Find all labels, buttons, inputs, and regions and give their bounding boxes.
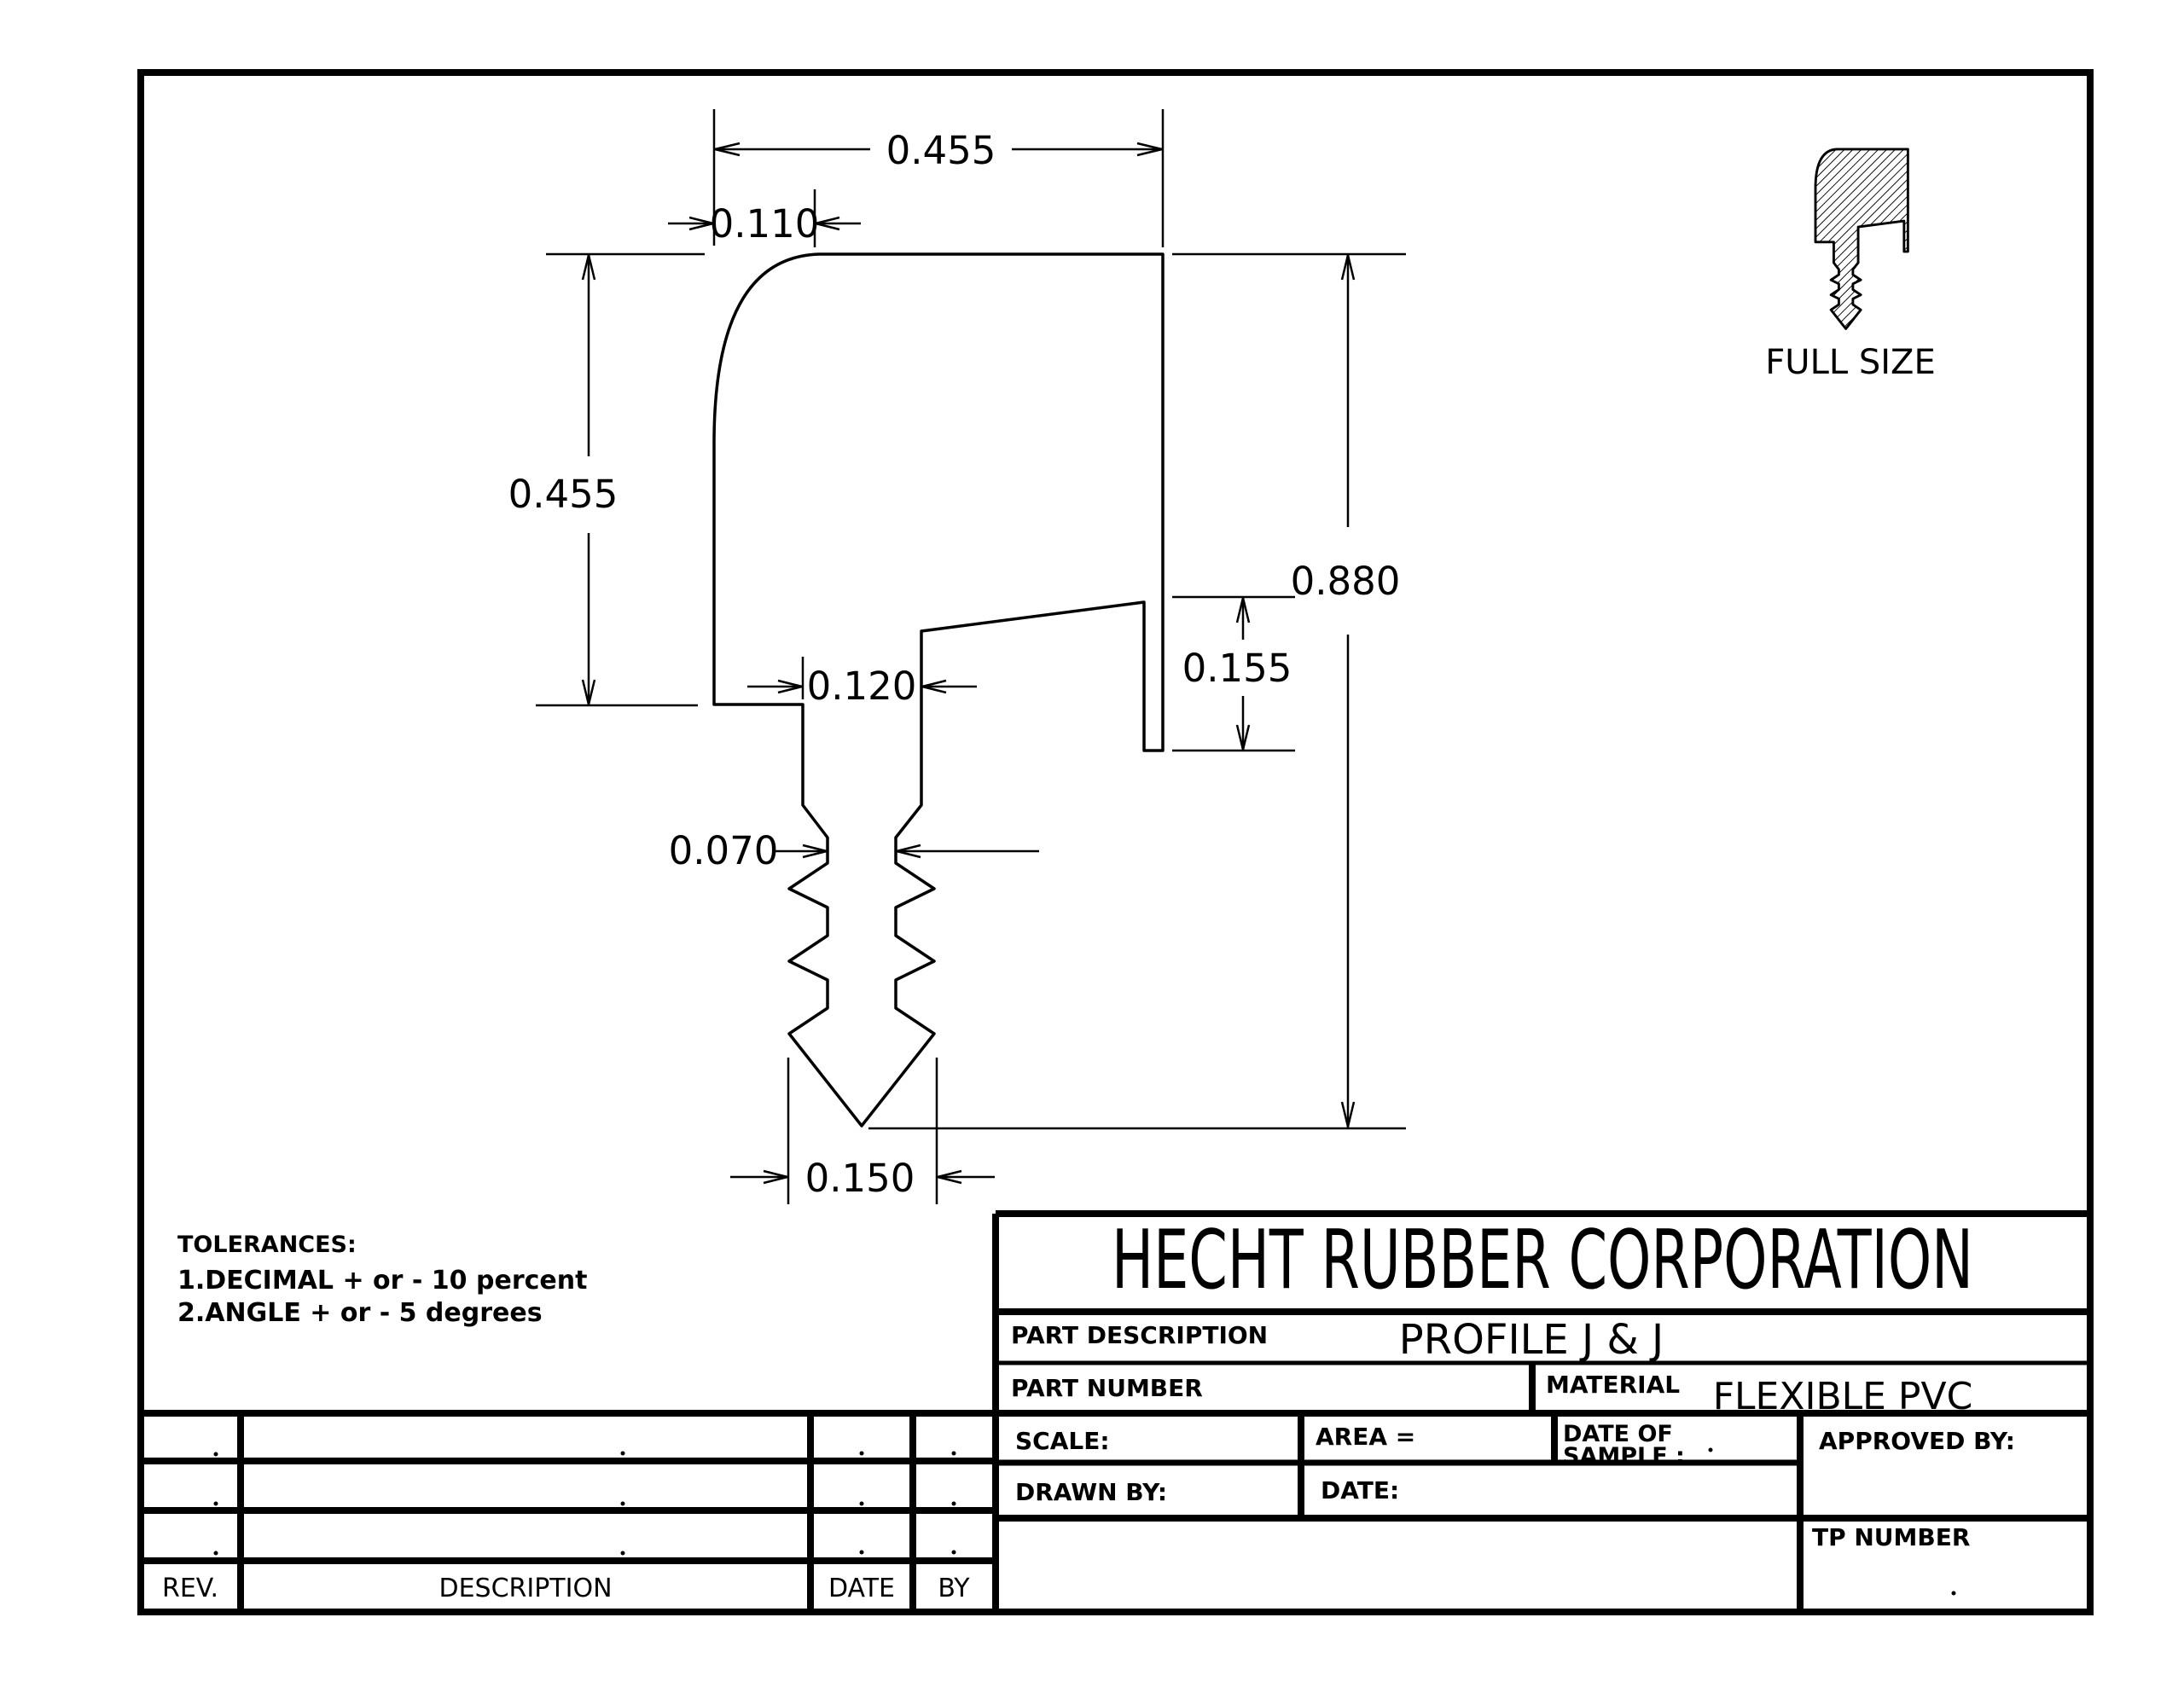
tolerances-line1: 1.DECIMAL + or - 10 percent (177, 1266, 587, 1296)
dim-left-height: 0.455 (508, 472, 619, 517)
description-header: DESCRIPTION (439, 1574, 612, 1603)
tolerances-line2: 2.ANGLE + or - 5 degrees (177, 1298, 543, 1328)
dim-stem-width: 0.120 (807, 664, 917, 709)
part-description-value: PROFILE J & J (1399, 1316, 1664, 1364)
revision-table-grid (141, 1413, 996, 1612)
sheet-border (137, 69, 2094, 1615)
tolerances-title: TOLERANCES: (177, 1232, 357, 1258)
part-number-label: PART NUMBER (1011, 1374, 1203, 1402)
full-size-label: FULL SIZE (1765, 343, 1935, 382)
area-label: AREA = (1316, 1423, 1415, 1451)
dim-total-height: 0.880 (1291, 559, 1401, 604)
date-of-sample-label-line1: DATE OF (1563, 1421, 1673, 1447)
drawn-by-label: DRAWN BY: (1015, 1478, 1167, 1506)
part-description-label: PART DESCRIPTION (1011, 1321, 1268, 1349)
scale-label: SCALE: (1015, 1427, 1110, 1455)
dimension-arrowheads (581, 142, 1356, 1185)
dim-neck-width: 0.070 (669, 828, 779, 873)
extension-lines (536, 109, 1406, 1204)
empty-cell-dots (213, 1447, 1956, 1596)
dim-barb-width: 0.150 (805, 1156, 915, 1201)
rev-header: REV. (162, 1574, 218, 1603)
title-block-grid (141, 1210, 2090, 1612)
date-label: DATE: (1321, 1476, 1399, 1504)
approved-by-label: APPROVED BY: (1819, 1427, 2015, 1455)
full-size-profile-icon (1814, 148, 1909, 330)
dim-top-width: 0.455 (886, 128, 996, 173)
date-header: DATE (828, 1574, 895, 1603)
material-label: MATERIAL (1546, 1371, 1680, 1399)
by-header: BY (938, 1574, 970, 1603)
material-value: FLEXIBLE PVC (1713, 1375, 1973, 1418)
tp-number-label: TP NUMBER (1812, 1523, 1970, 1551)
date-of-sample-label-line2: SAMPLE : (1563, 1443, 1685, 1470)
dim-right-hook-depth: 0.155 (1182, 646, 1292, 691)
company-name: HECHT RUBBER CORPORATION (1112, 1214, 1973, 1307)
dimension-lines (587, 148, 1350, 1179)
dim-left-leg-width: 0.110 (710, 201, 820, 246)
